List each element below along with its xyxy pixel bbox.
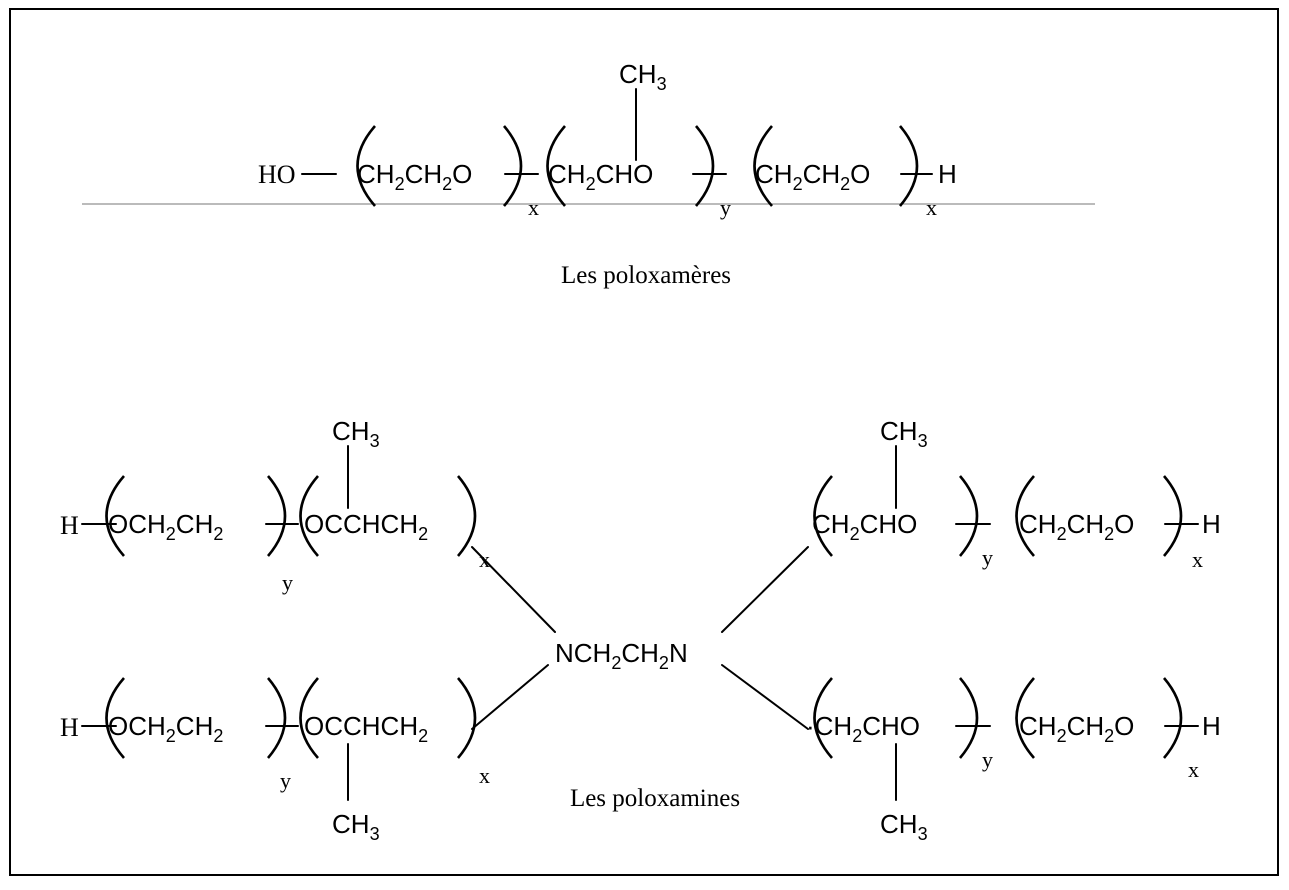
ch3-substituent: CH3 xyxy=(619,59,667,94)
caption-poloxameres: Les poloxamères xyxy=(561,262,731,289)
repeat-index-x: x xyxy=(926,195,937,220)
repeat-index-x: x xyxy=(1188,757,1199,782)
h-end-group: H xyxy=(1202,711,1221,741)
open-parenthesis xyxy=(356,125,376,207)
bond xyxy=(721,664,809,730)
lower-right-arm: ·CH2CHO CH3 y CH2CH2O x H xyxy=(806,677,1221,844)
open-parenthesis xyxy=(813,475,833,557)
poloxamine-structure: NCH2CH2N H OCH2CH2 y CH3 OCCHCH2 xyxy=(60,416,1221,844)
ch2cho-unit: ·CH2CHO xyxy=(806,711,920,746)
h-end-group: H xyxy=(938,159,957,189)
repeat-index-x: x xyxy=(528,195,539,220)
ch3-substituent: CH3 xyxy=(332,416,380,451)
repeat-index-x: x xyxy=(479,763,490,788)
ch2cho-unit: CH2CHO xyxy=(812,509,917,544)
ethylenediamine-core: NCH2CH2N xyxy=(555,638,688,673)
bond xyxy=(471,664,549,730)
open-parenthesis xyxy=(753,125,773,207)
bond xyxy=(721,546,809,633)
ch2ch2o-unit: CH2CH2O xyxy=(1019,711,1134,746)
lower-left-arm: H OCH2CH2 y OCCHCH2 CH3 x xyxy=(60,677,490,844)
och2ch2-unit: OCH2CH2 xyxy=(108,711,223,746)
open-parenthesis xyxy=(1015,475,1035,557)
close-parenthesis xyxy=(267,475,287,557)
close-parenthesis xyxy=(899,125,919,207)
ch3-substituent: CH3 xyxy=(332,809,380,844)
close-parenthesis xyxy=(267,677,287,759)
open-parenthesis xyxy=(105,475,125,557)
open-parenthesis xyxy=(1015,677,1035,759)
figure-frame xyxy=(9,8,1279,876)
ch2cho-unit: CH2CHO xyxy=(548,159,653,194)
open-parenthesis xyxy=(105,677,125,759)
h-end-group: H xyxy=(1202,509,1221,539)
ho-end-group: HO xyxy=(258,160,296,189)
open-parenthesis xyxy=(299,677,319,759)
repeat-index-y: y xyxy=(280,768,291,793)
ch2ch2o-unit: CH2CH2O xyxy=(1019,509,1134,544)
bond xyxy=(471,546,556,633)
close-parenthesis xyxy=(959,475,979,557)
ochch2-unit: OCCHCH2 xyxy=(304,711,428,746)
ch3-substituent: CH3 xyxy=(880,809,928,844)
h-end-group: H xyxy=(60,511,79,540)
repeat-index-x: x xyxy=(1192,547,1203,572)
open-parenthesis xyxy=(813,677,833,759)
ochch2-unit: OCCHCH2 xyxy=(304,509,428,544)
ch3-substituent: CH3 xyxy=(880,416,928,451)
repeat-index-y: y xyxy=(982,747,993,772)
upper-left-arm: H OCH2CH2 y CH3 OCCHCH2 x xyxy=(60,416,490,595)
och2ch2-unit: OCH2CH2 xyxy=(108,509,223,544)
open-parenthesis xyxy=(299,475,319,557)
upper-right-arm: CH3 CH2CHO y CH2CH2O x H xyxy=(812,416,1221,572)
close-parenthesis xyxy=(503,125,523,207)
caption-poloxamines: Les poloxamines xyxy=(570,785,740,812)
close-parenthesis xyxy=(1163,475,1183,557)
ch2ch2o-unit: CH2CH2O xyxy=(755,159,870,194)
close-parenthesis xyxy=(695,125,715,207)
close-parenthesis xyxy=(959,677,979,759)
close-parenthesis xyxy=(457,677,477,759)
poloxamer-structure: HO CH2CH2O x CH3 CH2CHO y CH2CH2O x H xyxy=(82,59,1095,220)
repeat-index-y: y xyxy=(282,570,293,595)
repeat-index-y: y xyxy=(982,545,993,570)
close-parenthesis xyxy=(457,475,477,557)
open-parenthesis xyxy=(546,125,566,207)
h-end-group: H xyxy=(60,713,79,742)
close-parenthesis xyxy=(1163,677,1183,759)
repeat-index-x: x xyxy=(479,547,490,572)
ch2ch2o-unit: CH2CH2O xyxy=(357,159,472,194)
repeat-index-y: y xyxy=(720,195,731,220)
